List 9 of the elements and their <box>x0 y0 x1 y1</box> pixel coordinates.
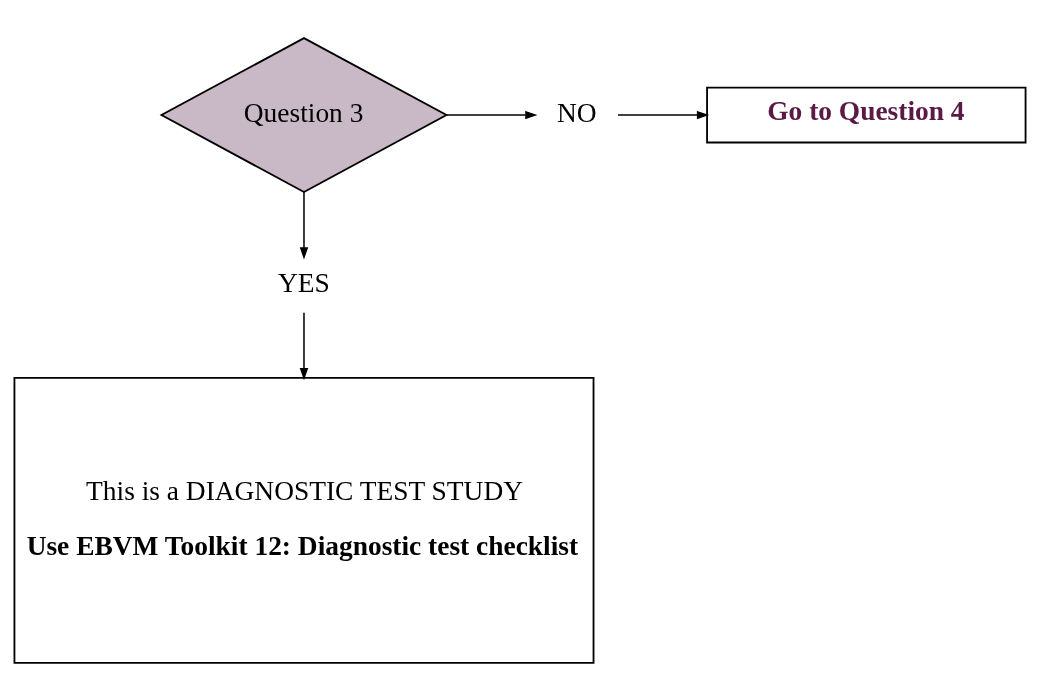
node-box: Go to Question 4 <box>706 86 1027 143</box>
arrow <box>299 190 309 259</box>
node-diamond: Question 3 <box>159 36 449 193</box>
arrow <box>617 110 710 119</box>
node-box: This is a DIAGNOSTIC TEST STUDY Use EBVM Toolkit 12: Diagnostic test checklist <box>13 376 595 664</box>
node-text: YES <box>278 267 330 298</box>
node-text: NO <box>556 97 597 128</box>
arrow <box>299 311 309 380</box>
arrow <box>446 110 538 119</box>
